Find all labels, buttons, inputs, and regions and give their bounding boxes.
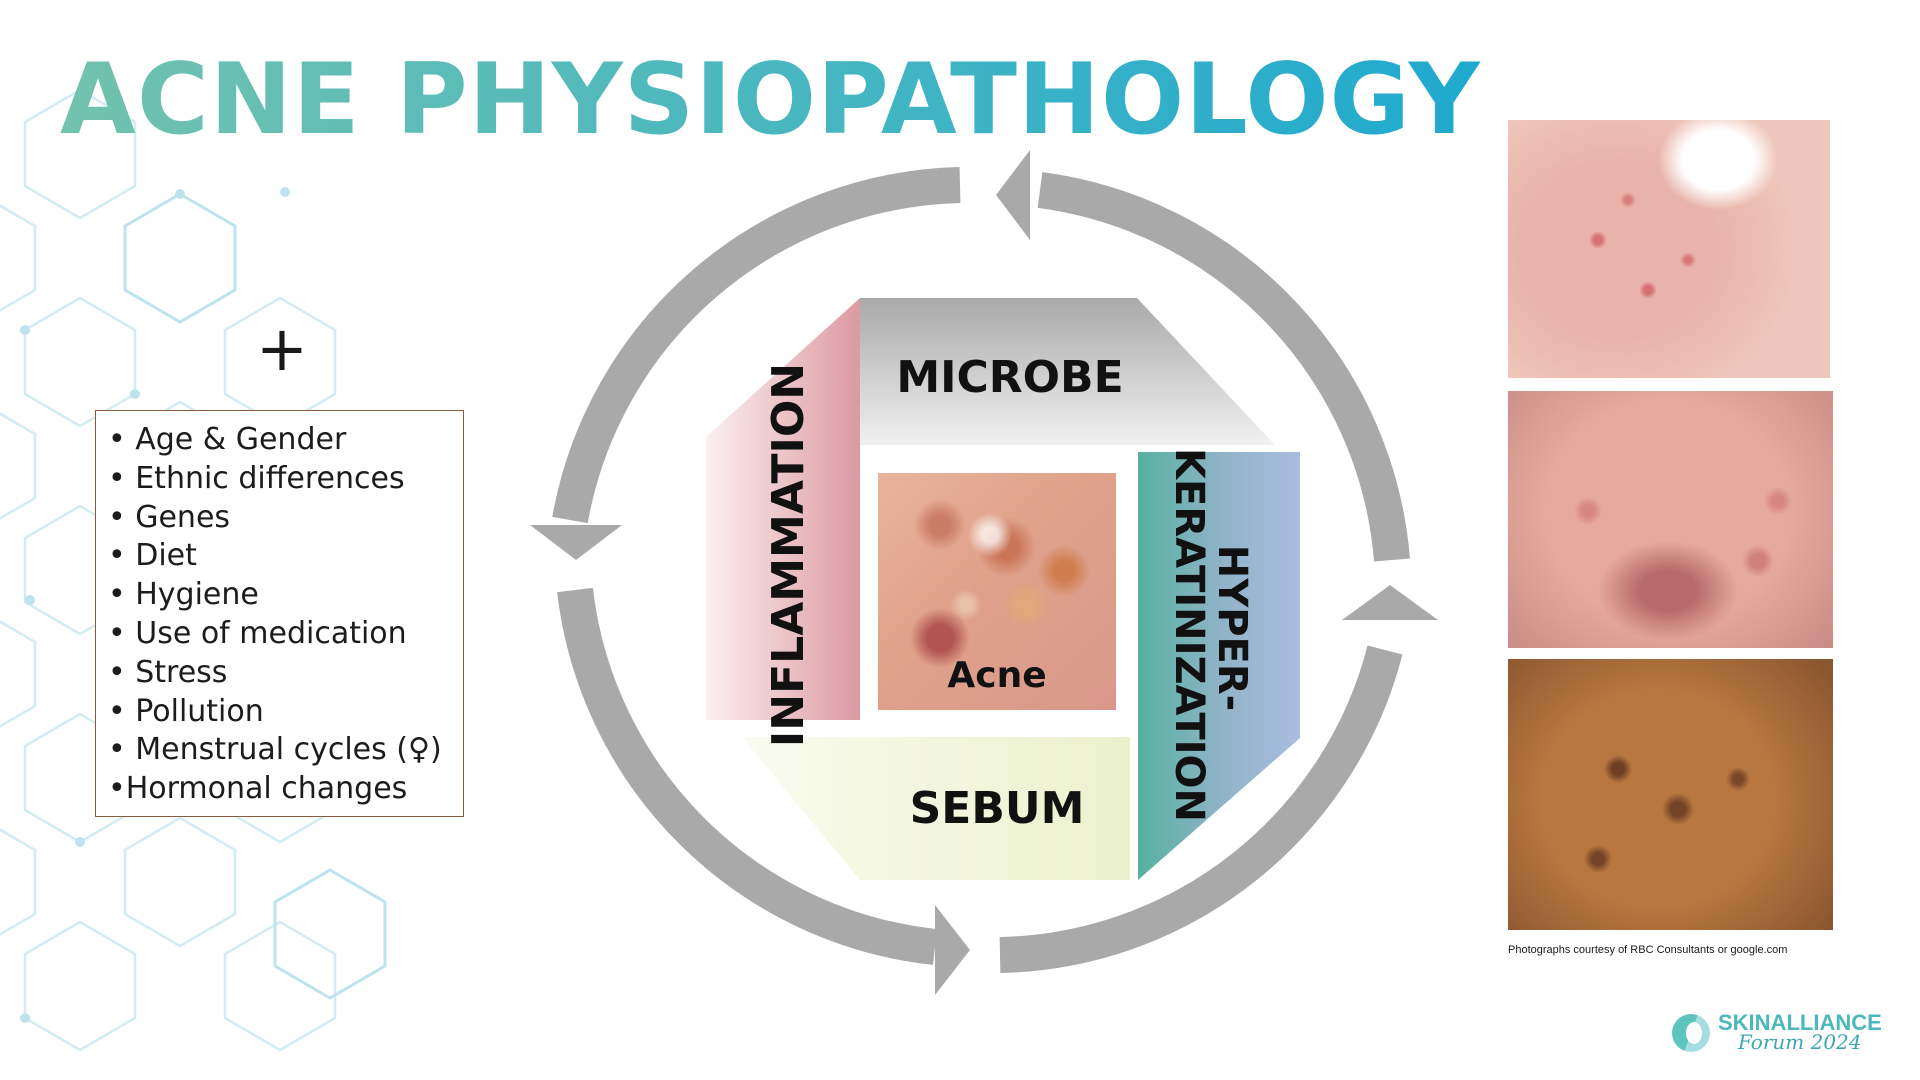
acne-photo-profile — [1508, 120, 1830, 378]
hyper-label-line2: KERATINIZATION — [1166, 448, 1212, 822]
inflammation-label: INFLAMMATION — [763, 363, 814, 747]
logo-subtitle: Forum 2024 — [1738, 1030, 1862, 1054]
inflammation-segment — [706, 298, 860, 720]
arrowhead-bottom — [935, 905, 970, 995]
factor-item: • Genes — [108, 499, 231, 535]
skinalliance-logo: SKINALLIANCE Forum 2024 — [1672, 1008, 1888, 1056]
acne-photo-cheeks — [1508, 391, 1833, 648]
plus-sign: + — [256, 312, 308, 385]
photo-credit: Photographs courtesy of RBC Consultants … — [1508, 944, 1788, 956]
sebum-label: SEBUM — [910, 783, 1085, 834]
risk-factors-box: • Age & Gender • Ethnic differences • Ge… — [95, 410, 464, 817]
center-acne-label: Acne — [947, 655, 1047, 696]
cycle-arrow-top-right — [1037, 172, 1410, 562]
hyper-label-line1: HYPER- — [1209, 545, 1255, 711]
factor-item: • Stress — [108, 654, 228, 690]
arrowhead-top — [996, 150, 1030, 240]
factor-item: •Hormonal changes — [108, 771, 408, 807]
factor-item: • Menstrual cycles (♀) — [108, 732, 442, 768]
arrowhead-right — [1342, 585, 1438, 620]
acne-photo-closeup — [1508, 659, 1833, 930]
microbe-label: MICROBE — [896, 352, 1123, 403]
factor-item: • Diet — [108, 538, 197, 574]
hyperkeratinization-segment — [1138, 452, 1300, 880]
microbe-segment — [860, 298, 1275, 445]
logo-name: SKINALLIANCE — [1718, 1010, 1882, 1035]
cycle-arrow-top-left — [552, 167, 961, 524]
factor-item: • Hygiene — [108, 577, 259, 613]
sebum-segment — [742, 737, 1130, 880]
skinalliance-logo-icon — [1672, 1014, 1710, 1052]
factor-item: • Pollution — [108, 693, 264, 729]
factor-item: • Age & Gender — [108, 422, 347, 457]
arrowhead-left — [530, 525, 622, 560]
cycle-arrow-bottom-left — [557, 587, 937, 965]
center-acne-photo: Acne — [878, 473, 1116, 710]
factor-item: • Use of medication — [108, 615, 407, 651]
factor-item: • Ethnic differences — [108, 460, 405, 496]
cycle-arrow-bottom-right — [999, 645, 1403, 973]
slide-title: ACNE PHYSIOPATHOLOGY — [60, 42, 1481, 160]
